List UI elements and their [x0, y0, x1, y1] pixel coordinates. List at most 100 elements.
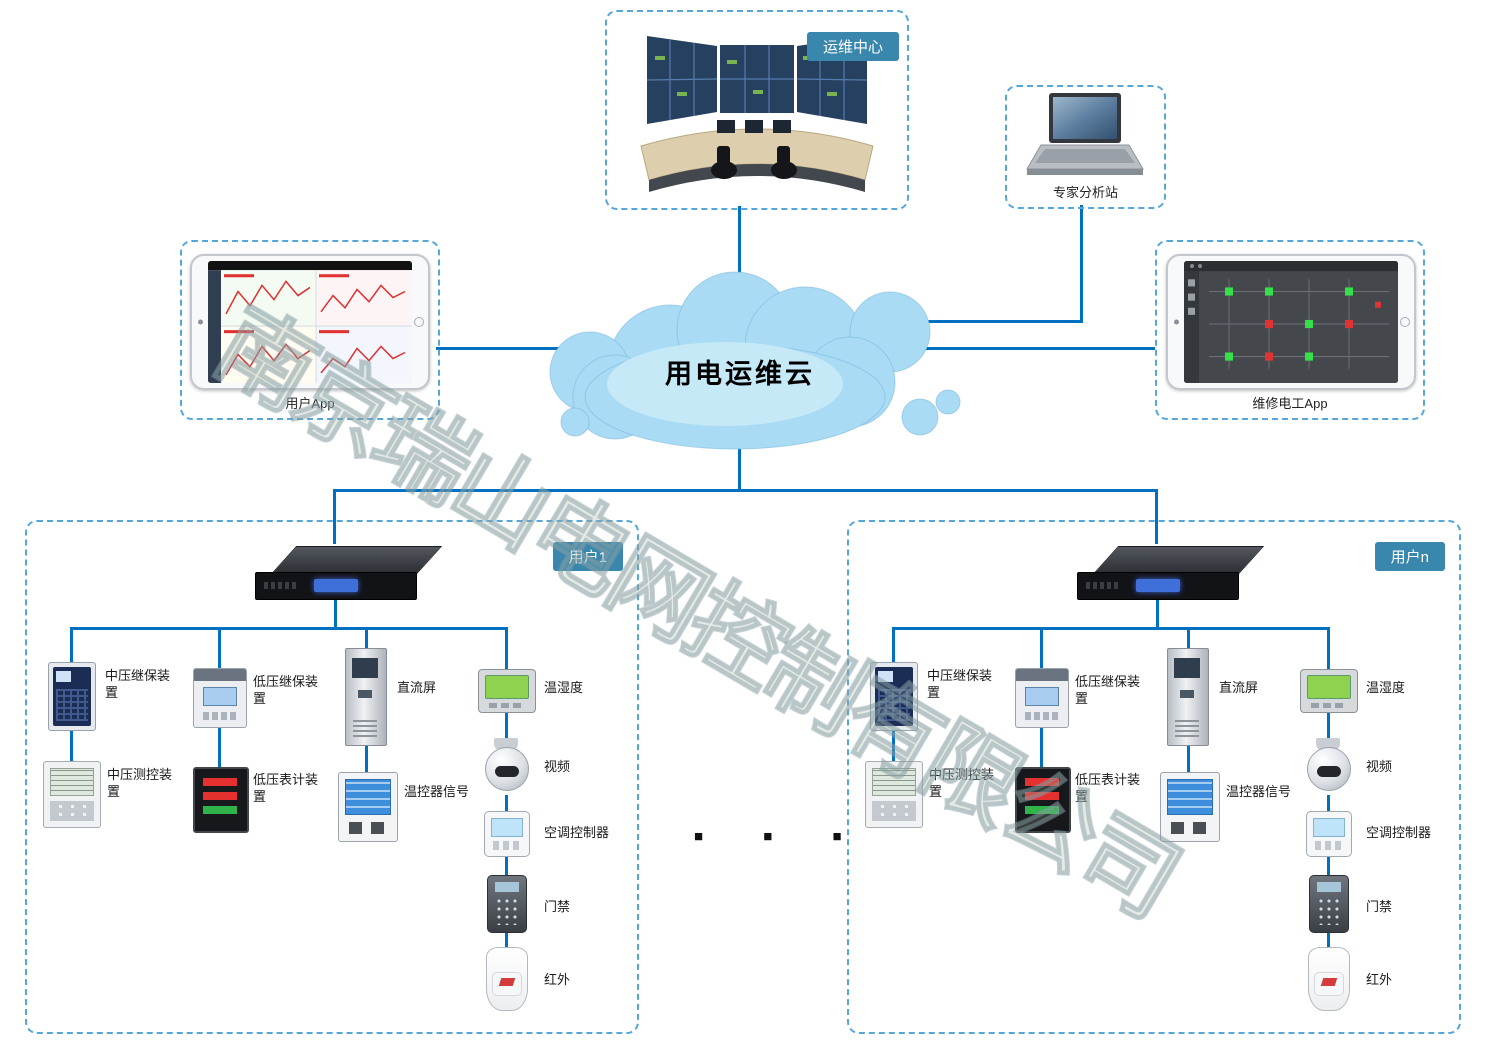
infrared-device-icon: [1308, 947, 1350, 1011]
connector-line: [1187, 627, 1190, 650]
thermostat-signal-device-icon: [338, 772, 398, 842]
mv-relay-device-icon: [870, 662, 918, 731]
icon-part: [875, 667, 913, 726]
connector-line: [505, 711, 508, 738]
device-label-thermostat-signal: 温控器信号: [404, 784, 470, 799]
gateway-device-icon: [1077, 542, 1265, 600]
device-label-infrared: 红外: [544, 972, 571, 987]
device-label-dc-panel: 直流屏: [1219, 680, 1259, 695]
connector-line: [505, 930, 508, 947]
mv-relay-device-icon: [48, 662, 96, 731]
camera-device-icon: [1303, 738, 1353, 796]
phone-camera-dot: [198, 319, 203, 325]
icon-part: [271, 546, 443, 574]
device-label-lv-meter: 低压表计装置: [253, 772, 319, 804]
connector-line: [1040, 726, 1043, 767]
device-label-temp-humidity: 温湿度: [1366, 680, 1406, 695]
connector-line: [1327, 627, 1330, 671]
temp-humidity-device-icon: [478, 669, 536, 713]
connector-line: [738, 415, 741, 492]
icon-part: [1307, 747, 1351, 791]
connector-line: [218, 627, 221, 670]
icon-part: [872, 768, 916, 796]
electrician-app-panel: 维修电工App: [1155, 240, 1425, 420]
ac-controller-device-icon: [484, 811, 530, 857]
phone-home-button: [414, 317, 424, 327]
icon-part: [485, 747, 529, 791]
connector-line: [70, 729, 73, 761]
dc-panel-device-icon: [1167, 648, 1209, 746]
icon-part: [255, 572, 417, 600]
ellipsis-between-groups: ■ ■ ■: [694, 828, 870, 845]
device-label-ac-controller: 空调控制器: [1366, 825, 1432, 840]
icon-part: [203, 687, 237, 706]
scada-diagram: [1184, 261, 1398, 383]
expert-station-label: 专家分析站: [1052, 185, 1118, 200]
device-label-mv-relay: 中压继保装置: [105, 668, 171, 700]
expert-station-panel: 专家分析站: [1005, 85, 1166, 209]
device-label-access-control: 门禁: [544, 899, 571, 914]
connector-line: [1080, 205, 1083, 323]
connector-line: [893, 627, 1330, 630]
connector-line: [1327, 711, 1330, 738]
ac-controller-device-icon: [1306, 811, 1352, 857]
connector-line: [915, 347, 1155, 350]
user-group-1: 用户1 中压继保装置 中压测控装置 低压继保装置 低压表计装置 直流屏 温控器信…: [25, 520, 639, 1034]
connector-line: [436, 347, 568, 350]
user-app-label: 用户App: [285, 396, 335, 411]
device-label-video: 视频: [1366, 759, 1393, 774]
device-label-dc-panel: 直流屏: [397, 680, 437, 695]
connector-line: [333, 489, 336, 544]
user-app-panel: 用户App: [180, 240, 440, 420]
device-label-thermostat-signal: 温控器信号: [1226, 784, 1292, 799]
connector-line: [1327, 854, 1330, 875]
connector-line: [1156, 598, 1159, 629]
connector-line: [1327, 795, 1330, 811]
mv-control-device-icon: [43, 761, 101, 828]
device-label-infrared: 红外: [1366, 972, 1393, 987]
connector-line: [505, 627, 508, 671]
connector-line: [365, 627, 368, 650]
device-label-temp-humidity: 温湿度: [544, 680, 584, 695]
electrician-app-label: 维修电工App: [1252, 396, 1328, 411]
icon-part: [1093, 546, 1265, 574]
connector-line: [926, 320, 1083, 323]
icon-part: [50, 768, 94, 796]
lv-relay-device-icon: [193, 668, 247, 728]
temp-humidity-device-icon: [1300, 669, 1358, 713]
cloud-shape: [549, 271, 961, 450]
connector-line: [218, 726, 221, 767]
access-control-device-icon: [487, 875, 527, 933]
ops-center-badge: 运维中心: [806, 32, 899, 61]
device-label-mv-control: 中压测控装置: [107, 767, 173, 799]
connector-line: [505, 795, 508, 811]
device-label-ac-controller: 空调控制器: [544, 825, 610, 840]
connector-line: [1040, 627, 1043, 670]
device-label-video: 视频: [544, 759, 571, 774]
icon-part: [1025, 687, 1059, 706]
group-badge: 用户n: [1374, 542, 1445, 571]
user-app-charts: [208, 261, 412, 383]
connector-line: [892, 627, 895, 664]
group-badge: 用户1: [552, 542, 623, 571]
infrared-device-icon: [486, 947, 528, 1011]
connector-line: [1155, 489, 1158, 544]
connector-line: [1187, 744, 1190, 772]
connector-line: [70, 627, 73, 664]
phone-home-button: [1400, 317, 1410, 327]
device-label-lv-relay: 低压继保装置: [253, 674, 319, 706]
dc-panel-device-icon: [345, 648, 387, 746]
device-label-access-control: 门禁: [1366, 899, 1393, 914]
connector-line: [1327, 930, 1330, 947]
user-group-n: 用户n 中压继保装置 中压测控装置 低压继保装置 低压表计装置 直流屏 温控器信…: [847, 520, 1461, 1034]
device-label-lv-meter: 低压表计装置: [1075, 772, 1141, 804]
connector-line: [892, 729, 895, 761]
lv-meter-device-icon: [1015, 767, 1071, 833]
user-app-screen: [208, 261, 412, 383]
device-label-mv-relay: 中压继保装置: [927, 668, 993, 700]
electrician-app-screen: [1184, 261, 1398, 383]
control-room-illustration: [640, 36, 874, 192]
camera-device-icon: [481, 738, 531, 796]
ops-center-panel: 运维中心: [605, 10, 909, 210]
